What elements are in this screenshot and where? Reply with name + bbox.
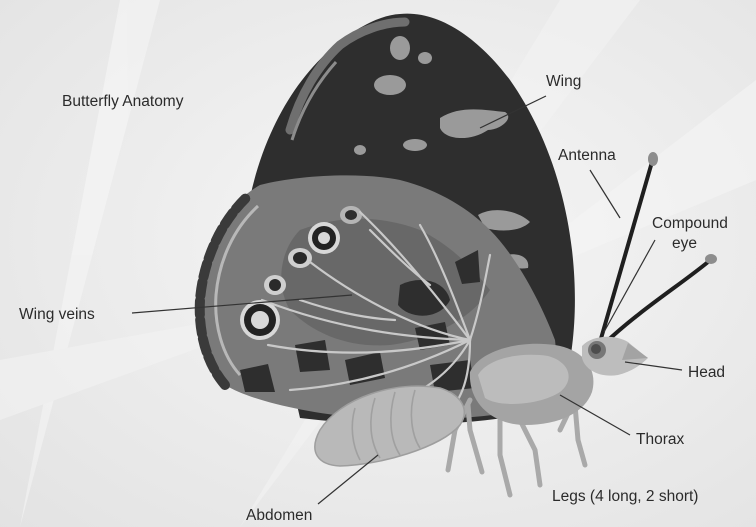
- label-thorax: Thorax: [636, 431, 684, 448]
- label-wing-veins: Wing veins: [19, 306, 95, 323]
- label-wing: Wing: [546, 73, 581, 90]
- label-abdomen: Abdomen: [246, 507, 312, 524]
- label-compound-eye-line1: Compound: [652, 215, 728, 232]
- diagram-title: Butterfly Anatomy: [62, 93, 184, 110]
- label-compound-eye-line2: eye: [672, 235, 697, 252]
- label-legs: Legs (4 long, 2 short): [552, 488, 698, 505]
- label-antenna: Antenna: [558, 147, 616, 164]
- label-head: Head: [688, 364, 725, 381]
